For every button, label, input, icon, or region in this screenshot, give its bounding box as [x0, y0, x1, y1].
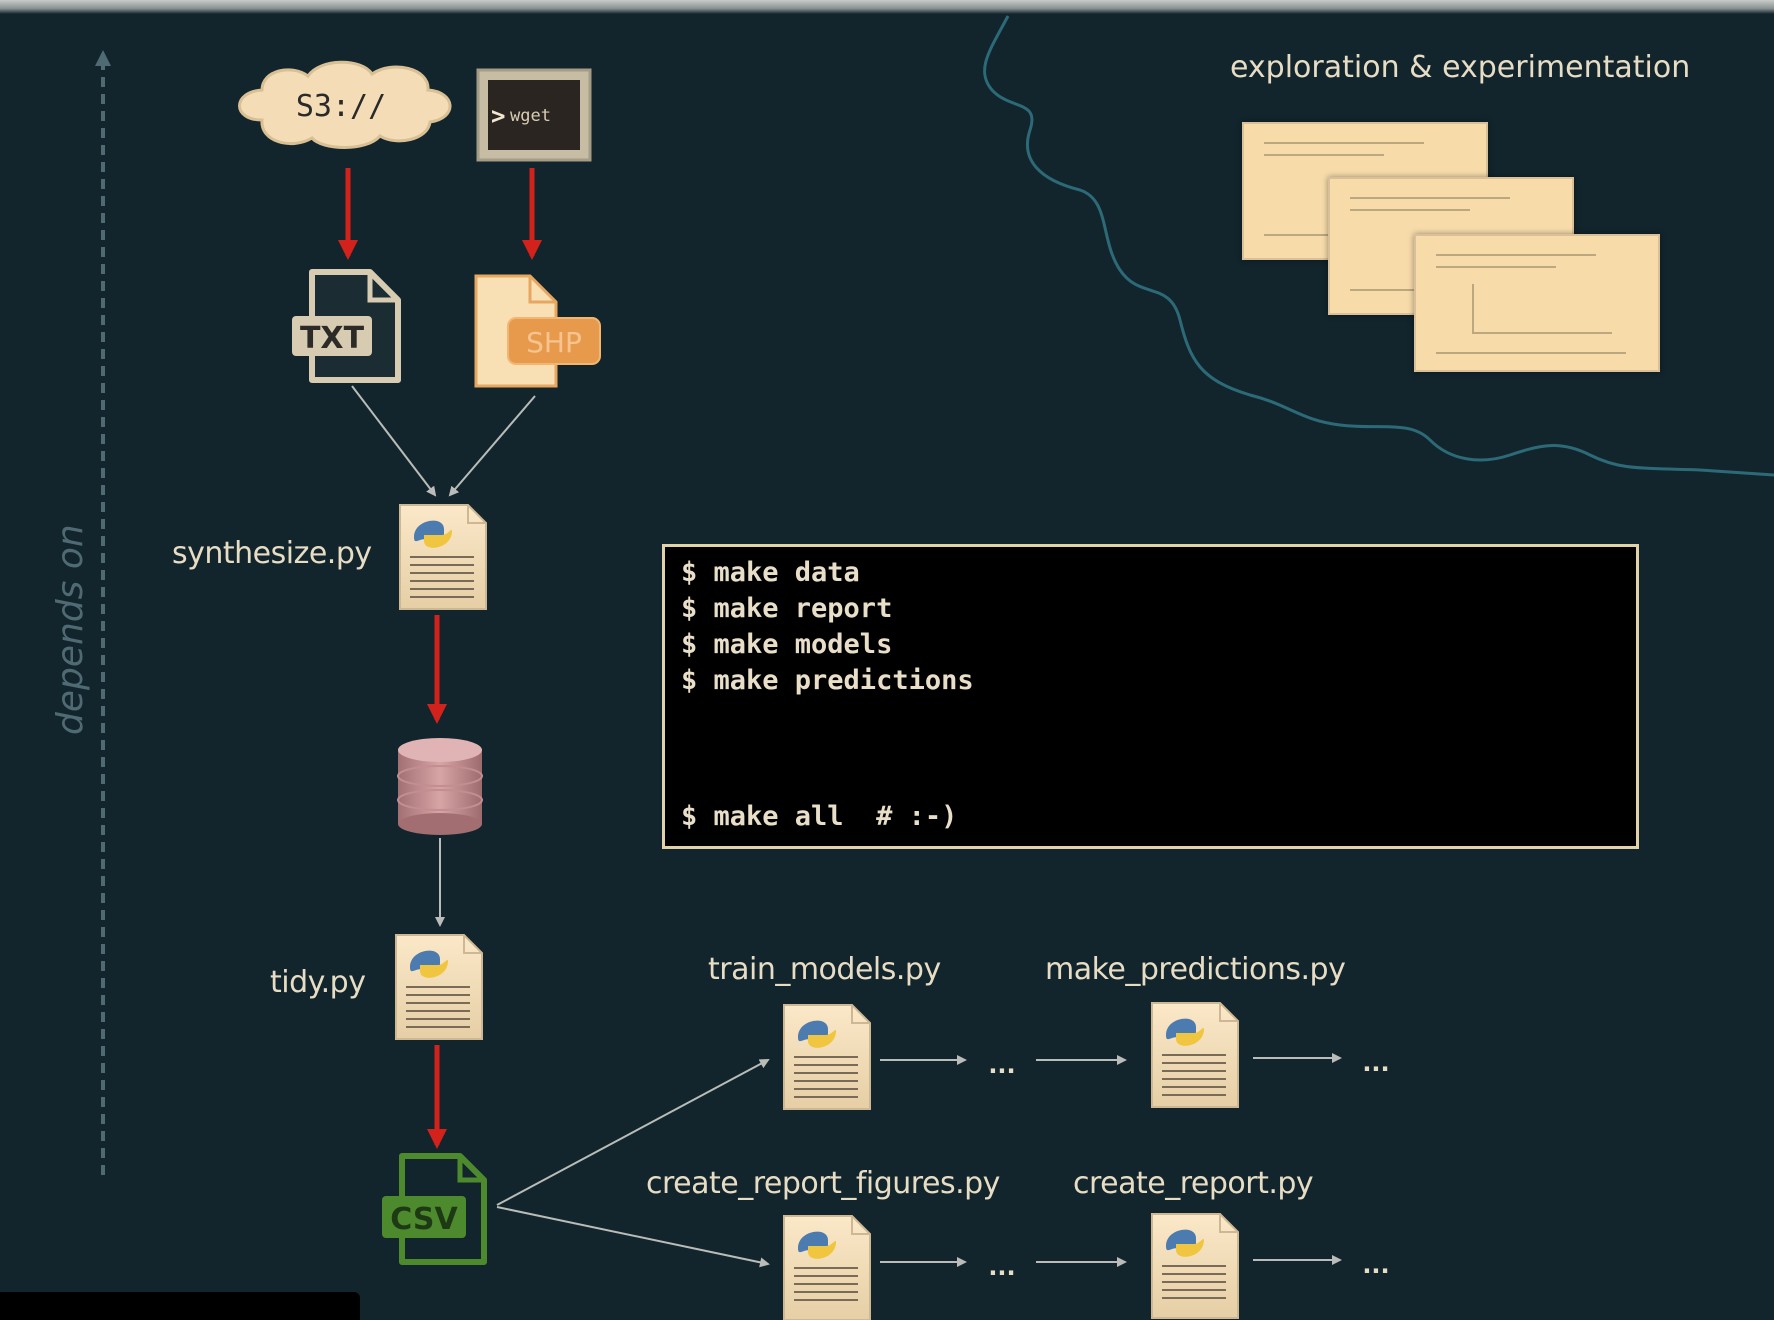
train-models-label: train_models.py [708, 952, 941, 987]
depends-on-label: depends on [50, 524, 91, 735]
terminal-line-2: $ make report [681, 593, 893, 624]
river-line [983, 15, 1774, 477]
train-models-script-icon [783, 1004, 871, 1110]
tidy-label: tidy.py [270, 965, 366, 1000]
txt-label: TXT [300, 321, 365, 356]
ellipsis-predictions: ... [1362, 1049, 1389, 1077]
s3-cloud-icon: S3:// [238, 60, 452, 149]
create-report-script-icon [1151, 1213, 1239, 1319]
terminal-line-1: $ make data [681, 557, 860, 588]
wget-prompt-glyph: > [491, 102, 505, 130]
create-report-figures-script-icon [783, 1215, 871, 1320]
make-predictions-script-icon [1151, 1002, 1239, 1108]
terminal-line-3: $ make models [681, 629, 893, 660]
top-edge-strip [0, 0, 1774, 14]
create-report-label: create_report.py [1073, 1166, 1314, 1201]
synthesize-label: synthesize.py [172, 536, 372, 571]
terminal-line-final: $ make all # :-) [681, 801, 958, 832]
arrow-csv-to-train [496, 1059, 770, 1206]
csv-file-icon: CSV [382, 1153, 487, 1265]
create-report-figures-label: create_report_figures.py [646, 1166, 1000, 1201]
terminal-line-4: $ make predictions [681, 665, 974, 696]
synthesize-script-icon [399, 504, 487, 610]
csv-label: CSV [390, 1202, 458, 1237]
make-predictions-label: make_predictions.py [1045, 952, 1346, 987]
s3-label: S3:// [296, 89, 386, 124]
arrow-txt-to-synthesize [351, 385, 437, 497]
bottom-left-overlay [0, 1292, 360, 1320]
ellipsis-report: ... [1362, 1251, 1389, 1279]
database-icon [397, 738, 483, 835]
exploration-caption: exploration & experimentation [1230, 50, 1691, 85]
txt-file-icon: TXT [292, 269, 401, 383]
notebook-thumbnail-3 [1414, 234, 1660, 372]
wget-terminal-icon: > wget [476, 68, 592, 162]
arrow-shp-to-synthesize [448, 395, 536, 497]
tidy-script-icon [395, 934, 483, 1040]
ellipsis-figures: ... [988, 1253, 1015, 1281]
ellipsis-train: ... [988, 1051, 1015, 1079]
terminal-window: $ make data $ make report $ make models … [662, 544, 1639, 849]
wget-label: wget [510, 106, 551, 126]
shp-label: SHP [526, 326, 582, 359]
arrow-csv-to-figures [496, 1206, 770, 1268]
shp-file-icon: SHP [474, 274, 601, 388]
